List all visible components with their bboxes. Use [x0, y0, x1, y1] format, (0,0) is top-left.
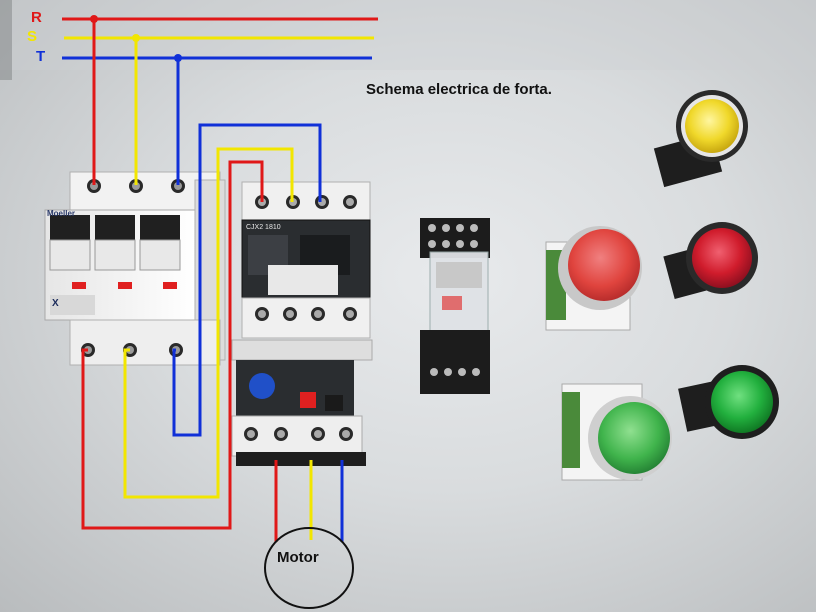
- phase-s-label: S: [27, 28, 38, 45]
- phase-nodes: [90, 15, 182, 62]
- page-title: Schema electrica de forta.: [366, 81, 552, 98]
- circuit-breaker: X: [44, 171, 226, 366]
- push-button-green: [561, 383, 672, 481]
- wiring-overlay: [62, 17, 378, 542]
- breaker-brand: Moeller: [47, 209, 76, 218]
- contactor-model: CJX2 1810: [246, 224, 281, 231]
- pilot-lamp-red: [663, 222, 758, 300]
- phase-r-label: R: [31, 9, 42, 26]
- push-button-red: [545, 226, 642, 331]
- contactor: [241, 181, 371, 339]
- phase-t-label: T: [36, 48, 46, 65]
- left-frame: [0, 0, 12, 80]
- relay-socket: [420, 218, 490, 394]
- motor-symbol: [264, 527, 354, 609]
- pilot-lamp-yellow: [653, 90, 748, 188]
- motor-label: Motor: [277, 549, 319, 566]
- overload-relay: [231, 339, 373, 466]
- svg-text:X: X: [52, 298, 59, 309]
- pilot-lamp-green: [678, 365, 779, 439]
